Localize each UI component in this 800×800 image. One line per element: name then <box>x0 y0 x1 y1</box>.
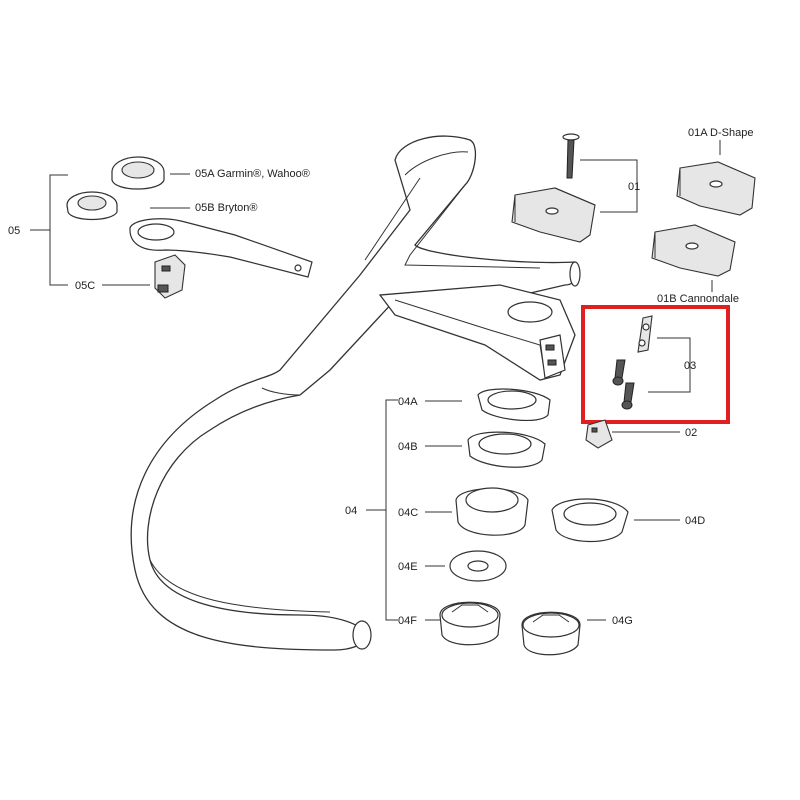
label-04g: 04G <box>612 615 633 627</box>
label-02: 02 <box>685 427 697 439</box>
label-05: 05 <box>8 225 20 237</box>
part-05c-adapter: 05C <box>75 254 186 299</box>
part-01-top-cap: 01 <box>511 133 640 243</box>
label-04e: 04E <box>398 561 418 573</box>
label-04d: 04D <box>685 515 705 527</box>
part-01b-cannondale-cap: 01B Cannondale <box>651 224 739 305</box>
part-05-bracket: 05 <box>8 174 68 286</box>
part-03-mount-bolts: 03 <box>581 305 730 424</box>
part-05b-bryton-mount: 05B Bryton® <box>66 191 313 278</box>
part-04a-spacer: 04A <box>398 388 551 421</box>
part-04e-spacer: 04E <box>398 550 507 582</box>
part-04c-spacer: 04C <box>398 487 529 536</box>
highlight-box <box>581 305 730 424</box>
part-02-clamp: 02 <box>585 419 697 449</box>
part-04-spacer-bracket: 04 <box>345 399 398 621</box>
part-05a-garmin-wahoo-mount: 05A Garmin®, Wahoo® <box>111 156 310 190</box>
label-05c: 05C <box>75 280 95 292</box>
label-05b: 05B Bryton® <box>195 202 258 214</box>
part-04f-cap: 04F <box>398 601 501 646</box>
label-01b: 01B Cannondale <box>657 293 739 305</box>
part-04b-spacer: 04B <box>398 431 546 468</box>
label-04a: 04A <box>398 396 418 408</box>
label-03: 03 <box>684 360 696 372</box>
label-04b: 04B <box>398 441 418 453</box>
label-04c: 04C <box>398 507 418 519</box>
label-04f: 04F <box>398 615 417 627</box>
label-01: 01 <box>628 181 640 193</box>
label-01a: 01A D-Shape <box>688 127 753 139</box>
label-04: 04 <box>345 505 357 517</box>
part-04g-cap: 04G <box>521 611 633 656</box>
part-04d-spacer: 04D <box>551 498 705 543</box>
integrated-handlebar <box>130 135 581 651</box>
label-05a: 05A Garmin®, Wahoo® <box>195 168 310 180</box>
part-01a-d-shape-cap: 01A D-Shape <box>676 127 756 216</box>
